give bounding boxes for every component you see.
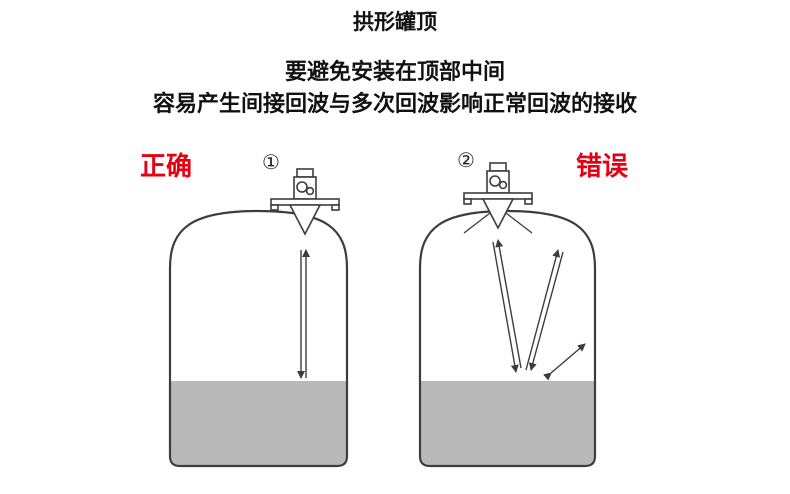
liquid-fill-left bbox=[171, 381, 346, 465]
marker-2: ② bbox=[457, 150, 475, 172]
right-tank bbox=[418, 162, 597, 468]
echo-arrows-right bbox=[492, 239, 586, 381]
left-tank bbox=[168, 168, 349, 468]
instruction-line-1: 要避免安装在顶部中间 bbox=[284, 59, 505, 84]
wrong-label: 错误 bbox=[576, 151, 629, 181]
marker-1: ① bbox=[262, 152, 280, 174]
tank-outline-left bbox=[168, 209, 349, 468]
page-title: 拱形罐顶 bbox=[353, 11, 437, 34]
echo-arrow-left bbox=[297, 249, 310, 379]
liquid-fill-right bbox=[421, 381, 594, 465]
radar-sensor-right bbox=[463, 162, 533, 229]
instruction-line-2: 容易产生间接回波与多次回波影响正常回波的接收 bbox=[152, 91, 637, 116]
beam-spread-lines bbox=[463, 212, 533, 234]
correct-label: 正确 bbox=[140, 151, 193, 181]
tank-outline-right bbox=[418, 209, 597, 468]
